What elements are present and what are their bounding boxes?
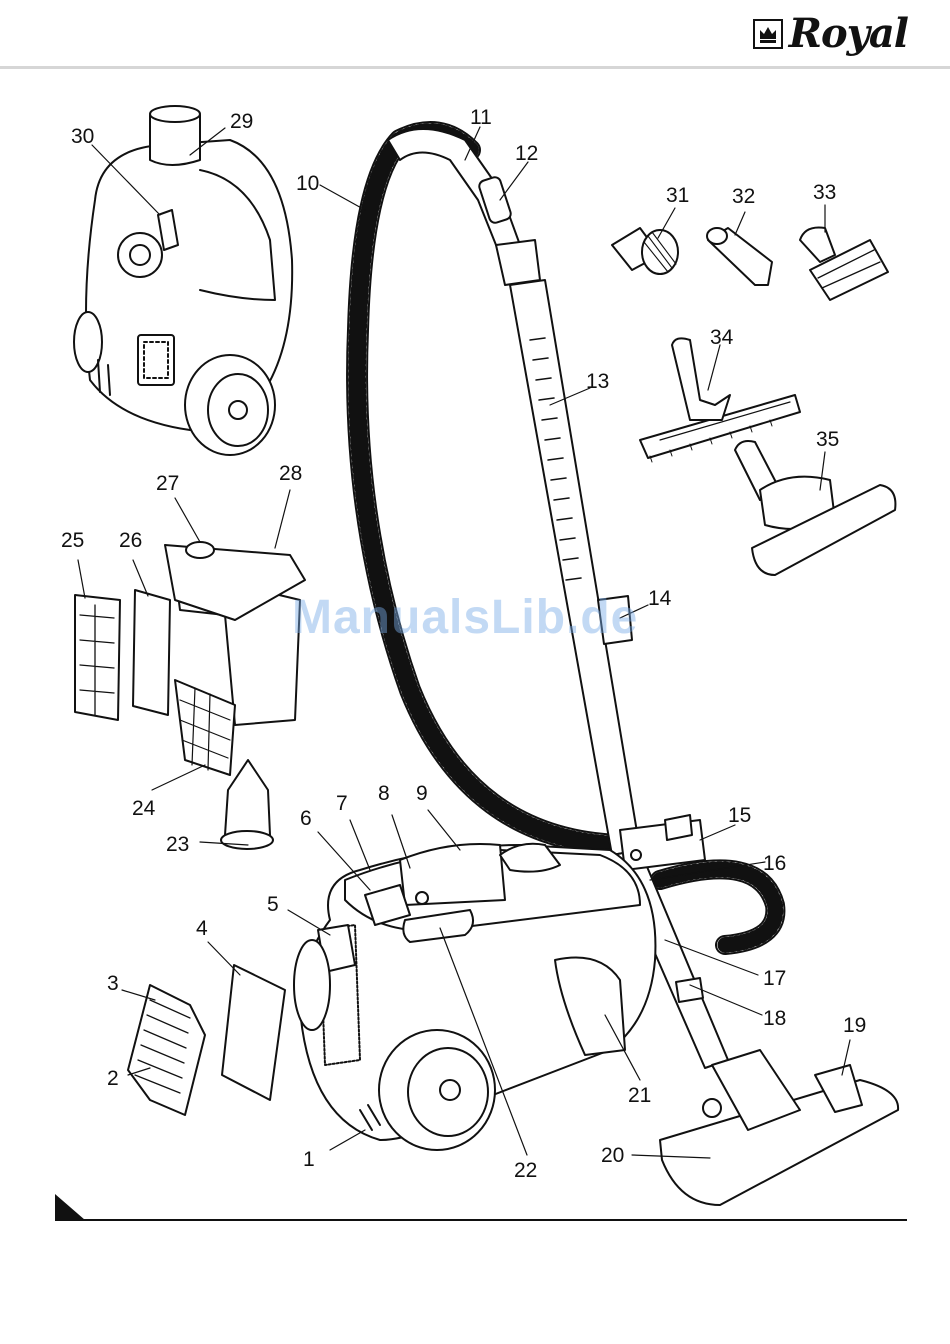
callout-9: 9 (416, 782, 428, 805)
callout-20: 20 (601, 1144, 624, 1167)
callout-33: 33 (813, 181, 836, 204)
callout-3: 3 (107, 972, 119, 995)
callout-15: 15 (728, 804, 751, 827)
callout-26: 26 (119, 529, 142, 552)
callout-34: 34 (710, 326, 734, 349)
accessory-small-turbo-nozzle (800, 228, 888, 301)
footer-triangle-marker (55, 1194, 85, 1220)
callout-23: 23 (166, 833, 189, 856)
callout-12: 12 (515, 142, 538, 165)
callout-22: 22 (514, 1159, 537, 1182)
callout-17: 17 (763, 967, 786, 990)
callout-5: 5 (267, 893, 279, 916)
callout-1: 1 (303, 1148, 315, 1171)
main-body (294, 844, 655, 1150)
outlet-filter-group (128, 965, 285, 1115)
dust-container-group (75, 542, 305, 849)
callout-10: 10 (296, 172, 319, 195)
callout-19: 19 (843, 1014, 866, 1037)
callout-6: 6 (300, 807, 312, 830)
callout-14: 14 (648, 587, 672, 610)
callout-16: 16 (763, 852, 786, 875)
callout-30: 30 (71, 125, 94, 148)
callout-28: 28 (279, 462, 302, 485)
callout-29: 29 (230, 110, 253, 133)
callout-2: 2 (107, 1067, 119, 1090)
accessory-upholstery-brush (612, 228, 678, 274)
watermark: ManualsLib.de (292, 590, 638, 645)
callout-13: 13 (586, 370, 609, 393)
callout-27: 27 (156, 472, 179, 495)
callout-35: 35 (816, 428, 839, 451)
callout-4: 4 (196, 917, 208, 940)
floor-nozzle (660, 1050, 898, 1205)
callout-7: 7 (336, 792, 348, 815)
callout-21: 21 (628, 1084, 651, 1107)
footer-rule (55, 1219, 907, 1221)
callout-31: 31 (666, 184, 689, 207)
accessory-turbo-brush (735, 441, 895, 575)
callout-24: 24 (132, 797, 156, 820)
accessory-parquet-brush (640, 338, 800, 462)
callout-11: 11 (470, 106, 492, 129)
rear-body-view (74, 106, 292, 455)
accessory-crevice-nozzle (707, 228, 772, 285)
callout-18: 18 (763, 1007, 786, 1030)
callout-8: 8 (378, 782, 390, 805)
callout-25: 25 (61, 529, 84, 552)
callout-32: 32 (732, 185, 755, 208)
